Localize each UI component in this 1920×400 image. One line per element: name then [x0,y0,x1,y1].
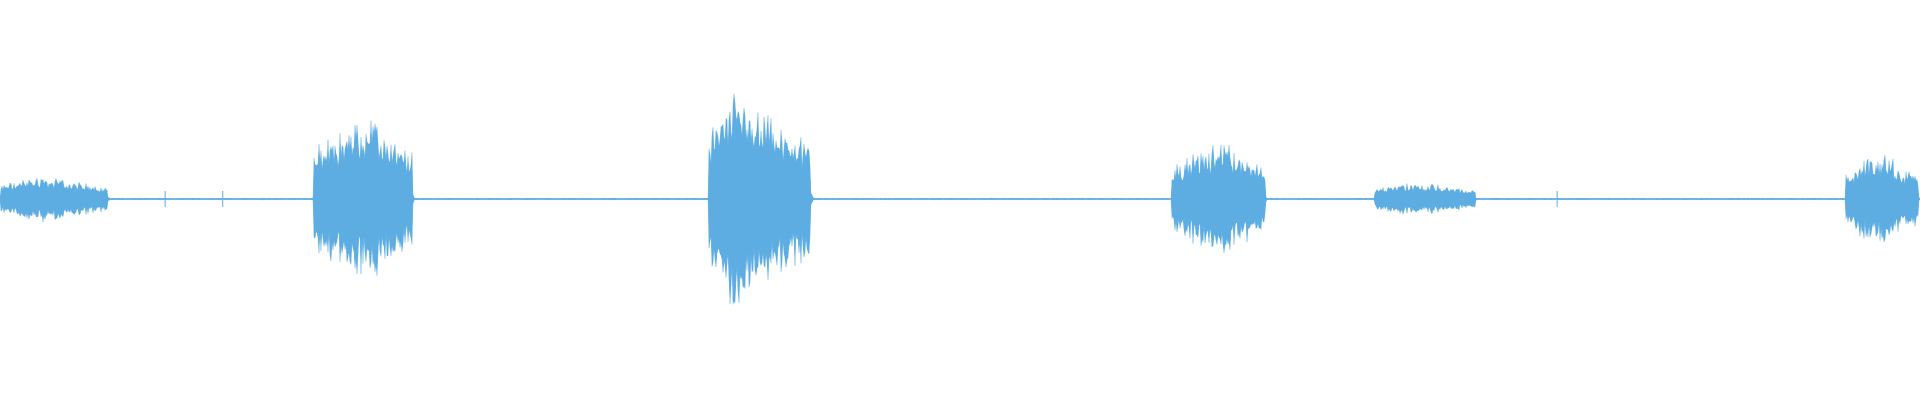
waveform-envelope [0,93,1920,305]
